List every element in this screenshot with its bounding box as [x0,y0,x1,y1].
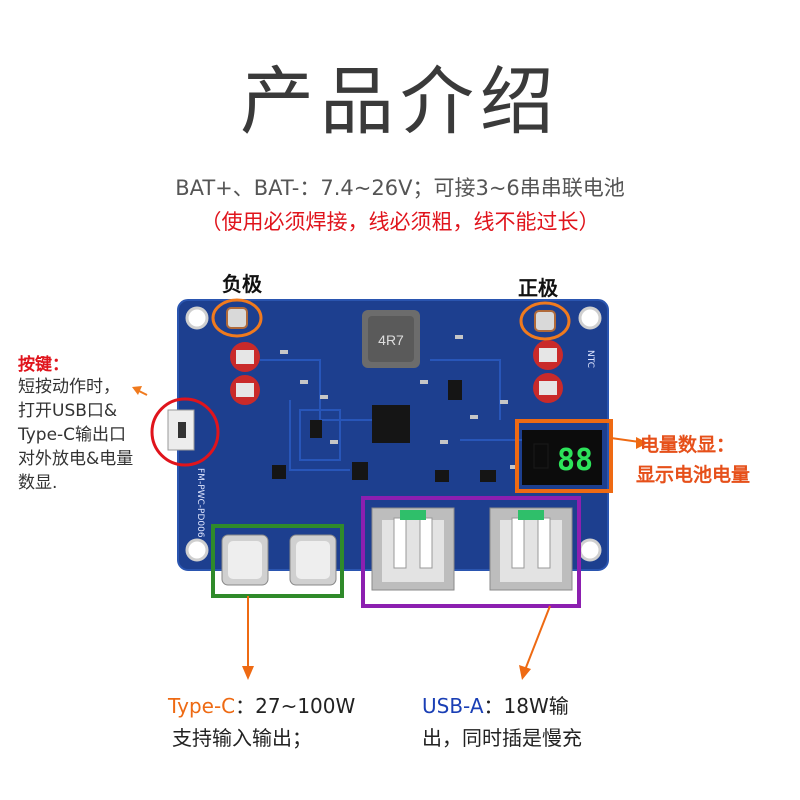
button-callout-line: 对外放电&电量 [18,449,134,469]
voltage-spec: BAT+、BAT-：7.4~26V；可接3~6串串联电池 [175,176,625,200]
usba-ports [371,507,573,591]
display-highlight-box [515,419,613,493]
page-title: 产品介绍 [240,59,560,145]
usba-highlight-box [361,496,581,608]
negative-terminal-ring [211,298,263,338]
usba-power: ：18W输 [483,694,569,718]
usba-desc: 出，同时插是慢充 [422,726,582,750]
inductor-marking: 4R7 [378,332,404,348]
electrolytic-capacitors [230,340,563,405]
display-digits: 88 [557,443,593,478]
battery-solder-pads [226,307,556,332]
display-callout-title: 电量数显： [640,434,736,456]
chips [272,380,496,482]
battery-display [522,430,602,485]
push-button [167,409,195,451]
button-callout-line: 短按动作时， [18,377,120,397]
button-highlight-ring [150,397,220,467]
typec-desc: 支持输入输出； [172,726,312,750]
positive-terminal-label: 正极 [518,276,558,300]
ntc-label: NTC [585,350,595,368]
typec-power: ：27~100W [235,694,356,718]
usba-callout: USB-A：18W输 出，同时插是慢充 [422,690,642,754]
typec-callout: Type-C：27~100W 支持输入输出； [168,690,398,754]
button-callout-line: Type-C输出口 [18,425,127,445]
inductor [362,310,420,368]
button-callout-line: 数显. [18,473,58,493]
button-callout-line: 打开USB口& [18,401,118,421]
negative-terminal-label: 负极 [222,272,262,296]
button-callout: 按键： 短按动作时， 打开USB口& Type-C输出口 对外放电&电量 数显. [18,350,168,495]
display-callout-desc: 显示电池电量 [636,464,751,486]
usba-name: USB-A [422,694,484,718]
positive-terminal-ring [519,301,571,341]
display-callout: 电量数显： 显示电池电量 [636,430,800,490]
wiring-warning: （使用必须焊接，线必须粗，线不能过长） [200,210,600,234]
callout-arrows [132,386,648,680]
typec-highlight-box [211,524,344,598]
button-callout-heading: 按键： [18,355,69,375]
typec-name: Type-C [168,694,236,718]
board-silkscreen: FM-PWC-PD006 [195,468,205,538]
typec-ports [221,534,337,586]
